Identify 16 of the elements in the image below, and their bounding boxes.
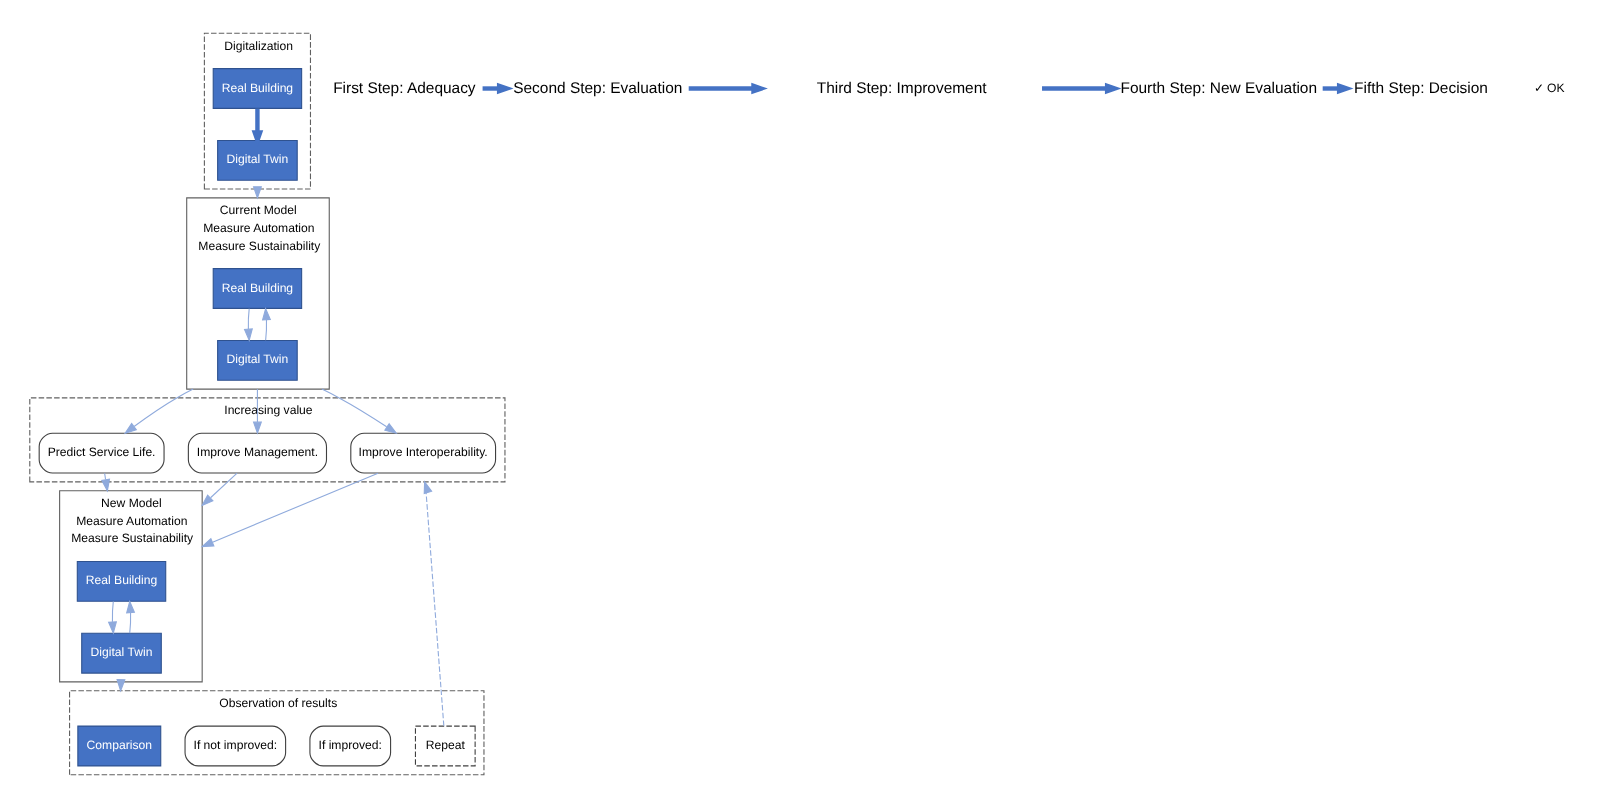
arrow	[107, 599, 118, 634]
arrow	[123, 387, 194, 434]
arrow	[261, 306, 272, 340]
arrow	[251, 107, 264, 146]
arrow	[125, 598, 136, 633]
arrow	[482, 81, 514, 94]
arrow	[688, 81, 768, 94]
arrow	[100, 471, 111, 492]
arrow	[243, 307, 253, 341]
arrow	[252, 387, 263, 434]
arrow	[1322, 81, 1354, 94]
arrow	[200, 471, 379, 547]
arrow	[1042, 81, 1122, 94]
arrow	[423, 479, 445, 726]
arrow	[321, 387, 398, 434]
arrow	[200, 471, 238, 506]
